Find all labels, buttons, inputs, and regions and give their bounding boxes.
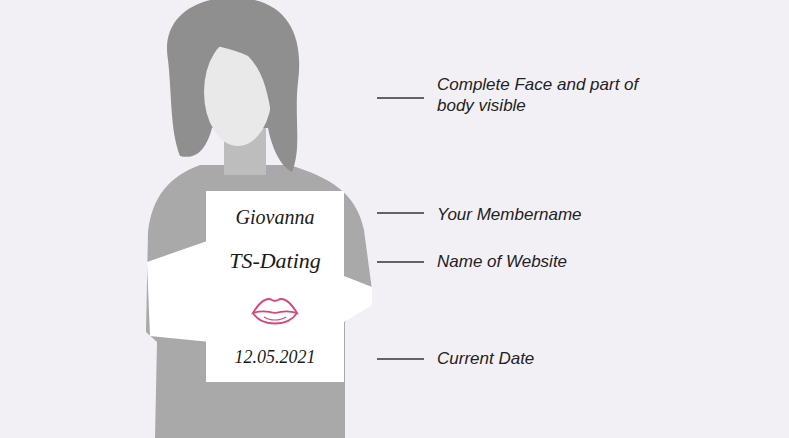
- leader-line: [377, 261, 424, 263]
- leader-line: [377, 358, 424, 360]
- callout-label: Your Membername: [437, 204, 582, 225]
- lips-icon: [250, 293, 300, 333]
- hair-fringe: [196, 27, 290, 120]
- sign-text: Giovanna: [206, 205, 344, 229]
- callout-label: Current Date: [437, 348, 534, 369]
- body-shape: [146, 165, 372, 438]
- callout-label: Complete Face and part of body visible: [437, 74, 667, 116]
- sign-text: 12.05.2021: [206, 346, 344, 368]
- leader-lines: [377, 98, 424, 359]
- hair-shape: [167, 0, 299, 172]
- leader-line: [377, 212, 424, 214]
- left-arm: [147, 240, 210, 342]
- leader-line: [377, 97, 424, 99]
- sign-text: TS-Dating: [206, 248, 344, 274]
- right-arm: [344, 276, 372, 322]
- callout-label: Name of Website: [437, 251, 567, 272]
- sign-card: GiovannaTS-Dating 12.05.2021: [206, 191, 344, 382]
